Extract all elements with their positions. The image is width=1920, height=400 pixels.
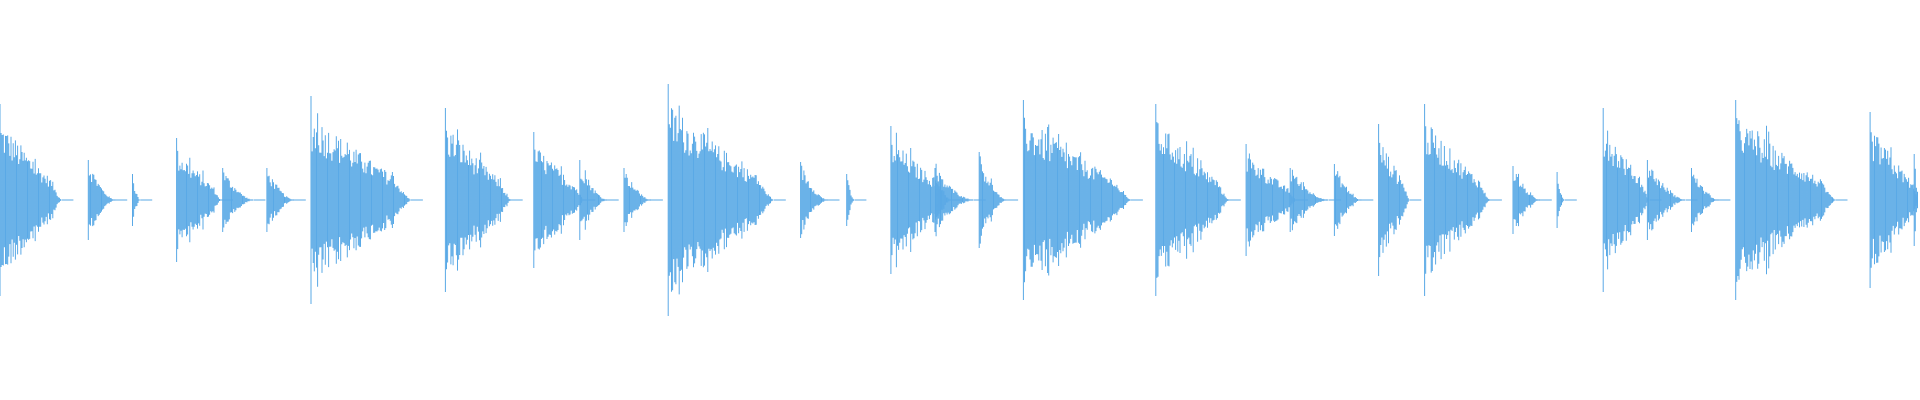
waveform-hit <box>1289 168 1341 232</box>
waveform-hit-path <box>176 138 233 262</box>
waveform-hit-path <box>579 160 619 240</box>
waveform-hit <box>1424 104 1502 296</box>
waveform-hit <box>1869 112 1918 288</box>
waveform-hit-path <box>1424 104 1502 296</box>
waveform-hit <box>1333 164 1374 236</box>
waveform-hit-path <box>1869 112 1918 288</box>
waveform-hit-path <box>1378 124 1422 276</box>
waveform-hit-path <box>800 162 840 238</box>
waveform-hit-path <box>444 108 523 292</box>
waveform-hit <box>1735 100 1848 300</box>
waveform-hit-path <box>310 96 423 304</box>
waveform-hit <box>1646 160 1698 240</box>
waveform-hit <box>533 132 596 268</box>
waveform-hit <box>222 168 266 232</box>
waveform-hit-path <box>533 132 596 268</box>
waveform-hit-path <box>1691 168 1731 232</box>
waveform-hit-path <box>266 168 306 232</box>
waveform-hit-path <box>1333 164 1374 236</box>
waveform-hit <box>176 138 233 262</box>
waveform-hit-path <box>1646 160 1698 240</box>
waveform-hit <box>934 163 986 237</box>
waveform-hit <box>266 168 306 232</box>
waveform-hit <box>1155 104 1241 296</box>
waveform-hit <box>1602 108 1662 292</box>
waveform-hit <box>1512 166 1552 234</box>
waveform-hit <box>800 162 840 238</box>
waveform-hit-path <box>667 84 786 316</box>
waveform-hit-path <box>1913 154 1918 246</box>
waveform-hit-path <box>623 168 663 232</box>
waveform-hit <box>310 96 423 304</box>
waveform-hit-path <box>87 160 128 240</box>
waveform-hit-path <box>1556 172 1577 228</box>
waveform-hit-path <box>1289 168 1341 232</box>
waveform-hit <box>444 108 523 292</box>
waveform-hit <box>0 104 74 296</box>
waveform-hit-path <box>978 152 1019 248</box>
waveform-hit-path <box>846 174 867 226</box>
waveform-hit-path <box>1155 104 1241 296</box>
waveform-hit <box>579 160 619 240</box>
waveform-hit-path <box>934 163 986 237</box>
waveform-hit-path <box>222 168 266 232</box>
waveform-hit <box>623 168 663 232</box>
waveform-hit <box>846 174 867 226</box>
waveform-hit-path <box>1512 166 1552 234</box>
waveform-hit-path <box>132 174 153 226</box>
waveform-hit <box>87 160 128 240</box>
waveform-hit <box>132 174 153 226</box>
waveform-hit <box>1556 172 1577 228</box>
waveform-hit-path <box>1602 108 1662 292</box>
waveform-hit <box>1378 124 1422 276</box>
waveform-hit-path <box>1735 100 1848 300</box>
waveform-hit <box>978 152 1019 248</box>
waveform-hit <box>667 84 786 316</box>
waveform-hit-path <box>1022 100 1143 300</box>
waveform-hit-path <box>0 104 74 296</box>
waveform-hit <box>1022 100 1143 300</box>
waveform-hit <box>1691 168 1731 232</box>
waveform-hit <box>1913 154 1918 246</box>
